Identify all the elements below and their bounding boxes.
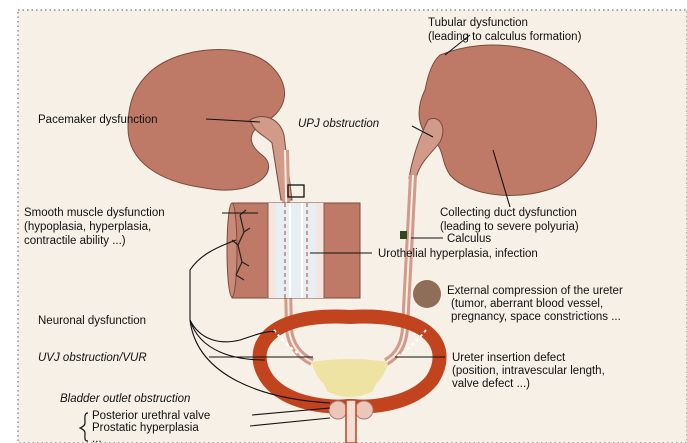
label-uvj-obstruction: UVJ obstruction/VUR — [38, 352, 147, 364]
label-bladder-outlet-obstruction: Bladder outlet obstruction — [60, 393, 190, 405]
label-urothelial-hyperplasia: Urothelial hyperplasia, infection — [378, 248, 538, 260]
label-ellipsis: ... — [92, 433, 102, 443]
label-upj-obstruction: UPJ obstruction — [298, 118, 379, 130]
label-tubular-detail: (leading to calculus formation) — [428, 31, 582, 43]
label-insertion-detail-2: valve defect ...) — [452, 378, 530, 390]
calculus-stone — [400, 231, 407, 239]
label-neuronal-dysfunction: Neuronal dysfunction — [38, 315, 146, 327]
label-smooth-muscle-detail-2: contractile ability ...) — [24, 235, 126, 247]
label-collecting-duct-dysfunction: Collecting duct dysfunction — [440, 207, 577, 219]
label-ureter-insertion-defect: Ureter insertion defect — [452, 352, 566, 364]
label-prostatic-hyperplasia: Prostatic hyperplasia — [92, 422, 199, 434]
label-insertion-detail-1: (position, intravescular length, — [452, 365, 605, 377]
label-external-compression-detail-1: (tumor, aberrant blood vessel, — [451, 298, 603, 310]
label-pacemaker-dysfunction: Pacemaker dysfunction — [38, 114, 158, 126]
prostate-left — [329, 401, 347, 419]
prostate-right — [355, 401, 373, 419]
urethra — [346, 400, 356, 443]
ureter-cross-section — [227, 203, 360, 298]
label-collecting-duct-detail: (leading to severe polyuria) — [440, 221, 579, 233]
label-posterior-urethral-valve: Posterior urethral valve — [92, 410, 210, 422]
label-smooth-muscle-detail-1: (hypoplasia, hyperplasia, — [24, 221, 151, 233]
label-calculus: Calculus — [447, 233, 491, 245]
external-mass — [413, 280, 441, 308]
label-external-compression-detail-2: pregnancy, space constrictions ... — [451, 311, 621, 323]
label-tubular-dysfunction: Tubular dysfunction — [428, 17, 528, 29]
label-smooth-muscle-dysfunction: Smooth muscle dysfunction — [24, 207, 165, 219]
label-external-compression: External compression of the ureter — [447, 285, 623, 297]
